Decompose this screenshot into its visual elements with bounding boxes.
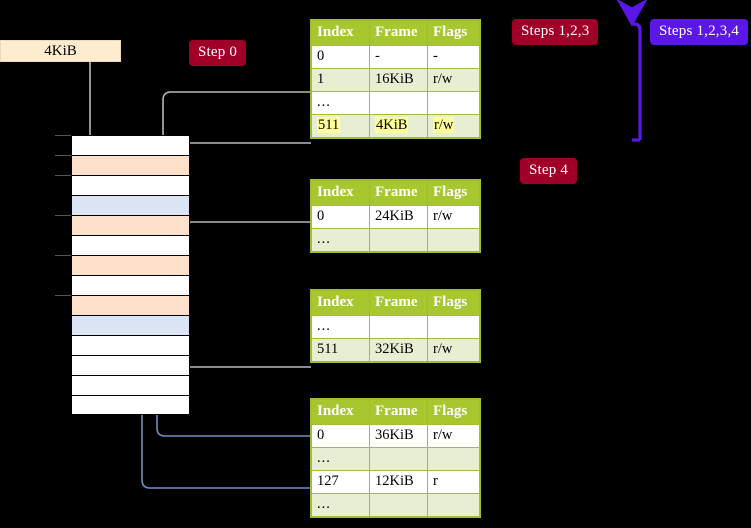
memory-row-tick bbox=[55, 295, 71, 296]
memory-frame-row bbox=[71, 135, 190, 155]
column-header-frame: Frame bbox=[369, 20, 428, 46]
memory-row-tick bbox=[55, 215, 71, 216]
badge-steps-1234: Steps 1,2,3,4 bbox=[650, 19, 749, 45]
table-cell-flags: r bbox=[427, 470, 480, 494]
table-cell-frame bbox=[369, 315, 428, 339]
memory-frame-row bbox=[71, 275, 190, 295]
table-cell-frame: 4KiB bbox=[369, 114, 428, 138]
table-cell-frame bbox=[369, 493, 428, 517]
table-cell-index: 511 bbox=[311, 114, 370, 138]
table-cell-frame: 12KiB bbox=[369, 470, 428, 494]
table-cell-flags bbox=[427, 493, 480, 517]
memory-frame-row bbox=[71, 215, 190, 235]
table-cell-index: ... bbox=[311, 228, 370, 252]
memory-frame-row bbox=[71, 395, 190, 415]
table-row: ... bbox=[311, 447, 480, 471]
table-cell-index: 0 bbox=[311, 424, 370, 448]
memory-frame-row bbox=[71, 295, 190, 315]
memory-frame-row bbox=[71, 235, 190, 255]
memory-row-tick bbox=[55, 135, 71, 136]
table-row: ... bbox=[311, 228, 480, 252]
table-cell-frame: 36KiB bbox=[369, 424, 428, 448]
column-header-flags: Flags bbox=[427, 180, 480, 206]
column-header-index: Index bbox=[311, 290, 370, 316]
memory-frame-row bbox=[71, 355, 190, 375]
table-cell-frame: 32KiB bbox=[369, 338, 428, 362]
table-cell-frame bbox=[369, 447, 428, 471]
badge-steps-123: Steps 1,2,3 bbox=[512, 19, 599, 45]
badge-steps-1234-label: Steps 1,2,3,4 bbox=[659, 23, 740, 39]
badge-step-4: Step 4 bbox=[520, 158, 578, 184]
column-header-index: Index bbox=[311, 399, 370, 425]
physical-memory-column bbox=[55, 135, 190, 415]
memory-size-label: 4KiB bbox=[0, 40, 121, 62]
table-cell-index: 0 bbox=[311, 205, 370, 229]
table-cell-index: 127 bbox=[311, 470, 370, 494]
memory-frame-row bbox=[71, 375, 190, 395]
memory-frame-row bbox=[71, 155, 190, 175]
table-cell-flags bbox=[427, 315, 480, 339]
table-row: 0-- bbox=[311, 45, 480, 69]
column-header-flags: Flags bbox=[427, 399, 480, 425]
table-cell-frame bbox=[369, 228, 428, 252]
table-cell-frame: 16KiB bbox=[369, 68, 428, 92]
memory-frame-row bbox=[71, 315, 190, 335]
badge-step-4-label: Step 4 bbox=[529, 162, 569, 178]
table-cell-flags: r/w bbox=[427, 114, 480, 138]
table-row: ... bbox=[311, 91, 480, 115]
table-cell-index: ... bbox=[311, 91, 370, 115]
memory-size-text: 4KiB bbox=[44, 42, 77, 59]
memory-frame-row bbox=[71, 335, 190, 355]
table-cell-flags bbox=[427, 447, 480, 471]
badge-step-0: Step 0 bbox=[189, 40, 247, 66]
table-cell-index: ... bbox=[311, 493, 370, 517]
memory-row-tick bbox=[55, 175, 71, 176]
column-header-index: Index bbox=[311, 20, 370, 46]
column-header-frame: Frame bbox=[369, 399, 428, 425]
table-cell-index: 1 bbox=[311, 68, 370, 92]
column-header-index: Index bbox=[311, 180, 370, 206]
table-cell-flags bbox=[427, 228, 480, 252]
column-header-flags: Flags bbox=[427, 20, 480, 46]
table-cell-frame bbox=[369, 91, 428, 115]
table-row: ... bbox=[311, 493, 480, 517]
table-cell-flags: r/w bbox=[427, 68, 480, 92]
table-cell-flags: - bbox=[427, 45, 480, 69]
memory-row-tick bbox=[55, 255, 71, 256]
badge-step-0-label: Step 0 bbox=[198, 44, 238, 60]
table-cell-flags: r/w bbox=[427, 338, 480, 362]
memory-row-tick bbox=[55, 155, 71, 156]
table-cell-index: 0 bbox=[311, 45, 370, 69]
column-header-frame: Frame bbox=[369, 290, 428, 316]
table-cell-index: ... bbox=[311, 315, 370, 339]
table-cell-index: ... bbox=[311, 447, 370, 471]
table-cell-flags: r/w bbox=[427, 424, 480, 448]
table-cell-flags bbox=[427, 91, 480, 115]
memory-frame-row bbox=[71, 195, 190, 215]
memory-frame-row bbox=[71, 175, 190, 195]
table-cell-frame: 24KiB bbox=[369, 205, 428, 229]
column-header-flags: Flags bbox=[427, 290, 480, 316]
column-header-frame: Frame bbox=[369, 180, 428, 206]
memory-frame-row bbox=[71, 255, 190, 275]
table-cell-frame: - bbox=[369, 45, 428, 69]
table-cell-flags: r/w bbox=[427, 205, 480, 229]
table-cell-index: 511 bbox=[311, 338, 370, 362]
badge-steps-123-label: Steps 1,2,3 bbox=[521, 23, 590, 39]
table-row: ... bbox=[311, 315, 480, 339]
